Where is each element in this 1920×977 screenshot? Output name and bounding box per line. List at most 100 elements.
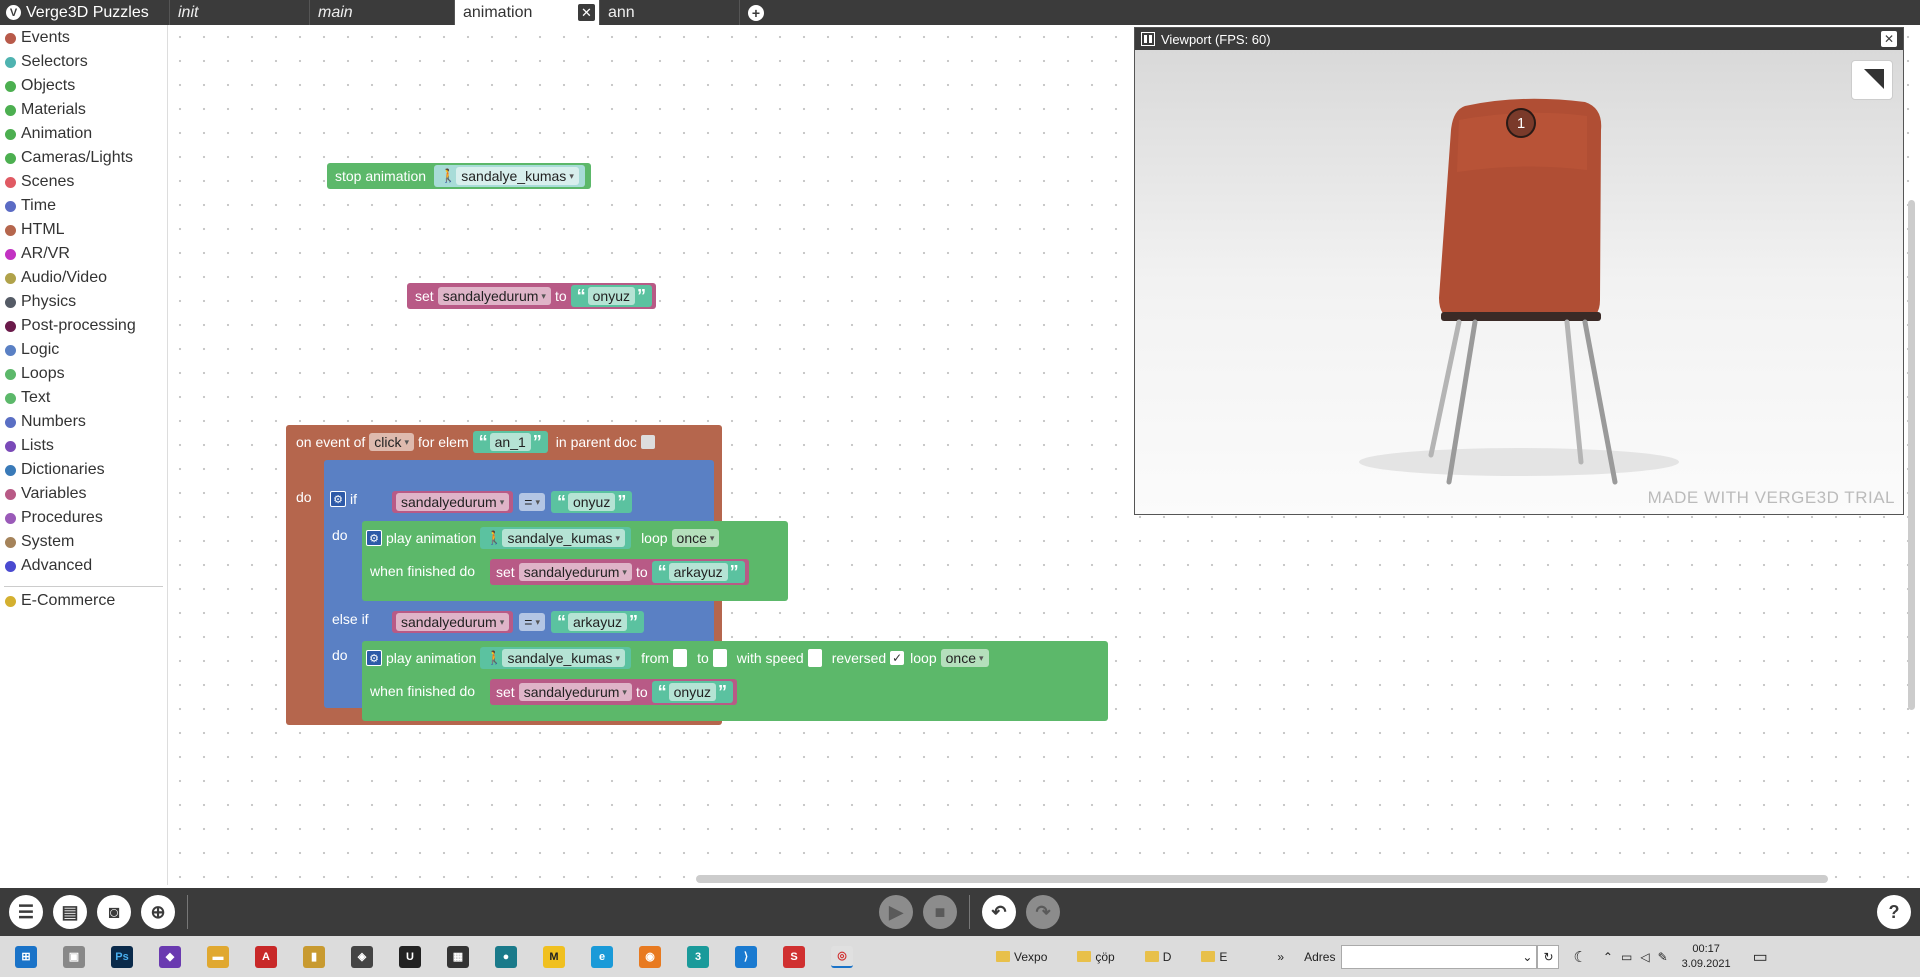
text-block[interactable]: “ onyuz ”	[570, 285, 652, 307]
help-button[interactable]: ?	[1877, 895, 1911, 929]
variable-dropdown[interactable]: sandalyedurum▾	[396, 613, 510, 631]
animation-object-field[interactable]: 🚶 sandalye_kumas▾	[434, 165, 585, 187]
play-button[interactable]: ▶	[879, 895, 913, 929]
tab-init[interactable]: init	[170, 0, 310, 25]
blender-icon[interactable]: ◉	[639, 945, 661, 968]
in-parent-doc-checkbox[interactable]	[640, 435, 655, 449]
library-button[interactable]: ☰	[9, 895, 43, 929]
redo-button[interactable]: ↷	[1026, 895, 1060, 929]
text-block[interactable]: “ arkayuz ”	[550, 611, 645, 633]
operator-dropdown[interactable]: =▾	[519, 613, 545, 631]
tab-ann[interactable]: ann	[600, 0, 740, 25]
category-materials[interactable]: Materials	[0, 98, 167, 122]
category-physics[interactable]: Physics	[0, 290, 167, 314]
save-load-button[interactable]: ▤	[53, 895, 87, 929]
object-dropdown[interactable]: sandalye_kumas▾	[502, 649, 626, 667]
gear-icon[interactable]: ⚙	[366, 530, 382, 546]
3dsmax-icon[interactable]: 3	[687, 945, 709, 968]
clock[interactable]: 00:17 3.09.2021	[1682, 942, 1731, 972]
category-objects[interactable]: Objects	[0, 74, 167, 98]
operator-dropdown[interactable]: =▾	[519, 493, 545, 511]
gear-icon[interactable]: ⚙	[366, 650, 382, 666]
text-block[interactable]: “ arkayuz ”	[651, 561, 745, 583]
volume-icon[interactable]: ◁	[1640, 949, 1650, 964]
close-tab-icon[interactable]: ✕	[578, 4, 595, 21]
viewport-titlebar[interactable]: Viewport (FPS: 60) ✕	[1135, 28, 1903, 50]
autocad-icon[interactable]: A	[255, 945, 277, 968]
3d-scene[interactable]: 1 MADE WITH VERGE3D TRIAL	[1135, 50, 1903, 514]
category-logic[interactable]: Logic	[0, 338, 167, 362]
close-icon[interactable]: ✕	[1881, 31, 1897, 47]
app-icon[interactable]: ◆	[159, 945, 181, 968]
refresh-button[interactable]: ↻	[1537, 944, 1560, 969]
loop-dropdown[interactable]: once▾	[940, 649, 989, 667]
taskbar-folder[interactable]: çöp	[1077, 950, 1115, 964]
category-events[interactable]: Events	[0, 26, 167, 50]
category-cameras-lights[interactable]: Cameras/Lights	[0, 146, 167, 170]
condition-block-2[interactable]: sandalyedurum▾ =▾ “ arkayuz ”	[386, 607, 651, 637]
category-e-commerce[interactable]: E-Commerce	[0, 589, 167, 613]
annotation-marker[interactable]: 1	[1506, 108, 1536, 138]
category-ar-vr[interactable]: AR/VR	[0, 242, 167, 266]
category-selectors[interactable]: Selectors	[0, 50, 167, 74]
stop-button[interactable]: ■	[923, 895, 957, 929]
app-icon[interactable]: ●	[495, 945, 517, 968]
unity-icon[interactable]: ◈	[351, 945, 373, 968]
add-tab-button[interactable]: +	[740, 0, 772, 25]
variable-dropdown[interactable]: sandalyedurum▾	[396, 493, 510, 511]
variable-dropdown[interactable]: sandalyedurum▾	[518, 563, 632, 581]
category-audio-video[interactable]: Audio/Video	[0, 266, 167, 290]
category-html[interactable]: HTML	[0, 218, 167, 242]
gear-icon[interactable]: ⚙	[330, 491, 346, 507]
battery-icon[interactable]: ▭	[1620, 949, 1633, 964]
chrome-icon[interactable]: ◎	[831, 945, 853, 968]
category-scenes[interactable]: Scenes	[0, 170, 167, 194]
moon-icon[interactable]: ☾	[1573, 948, 1587, 966]
viewport-window[interactable]: Viewport (FPS: 60) ✕ 1 MADE WITH VERGE3D…	[1134, 27, 1904, 515]
app-icon[interactable]: ▮	[303, 945, 325, 968]
vscode-icon[interactable]: ⟩	[735, 945, 757, 968]
app-icon[interactable]: S	[783, 945, 805, 968]
animation-object-field[interactable]: 🚶 sandalye_kumas▾	[480, 647, 632, 669]
text-value[interactable]: an_1	[489, 433, 531, 451]
object-dropdown[interactable]: sandalye_kumas▾	[456, 167, 579, 185]
photoshop-icon[interactable]: Ps	[111, 945, 133, 968]
category-lists[interactable]: Lists	[0, 434, 167, 458]
category-procedures[interactable]: Procedures	[0, 506, 167, 530]
tab-main[interactable]: main	[310, 0, 455, 25]
set-variable-block[interactable]: set sandalyedurum▾ to “ onyuz ”	[407, 283, 656, 309]
app-icon[interactable]: ▦	[447, 945, 469, 968]
screenshot-button[interactable]: ◙	[97, 895, 131, 929]
undo-button[interactable]: ↶	[982, 895, 1016, 929]
taskbar-folder[interactable]: E	[1201, 950, 1227, 964]
center-view-button[interactable]: ⊕	[141, 895, 175, 929]
condition-block-1[interactable]: sandalyedurum▾ =▾ “ onyuz ”	[386, 487, 639, 517]
set-variable-block[interactable]: set sandalyedurum▾ to “ onyuz ”	[490, 679, 737, 705]
text-block[interactable]: “ onyuz ”	[550, 491, 633, 513]
category-numbers[interactable]: Numbers	[0, 410, 167, 434]
chevron-up-icon[interactable]: ⌃	[1602, 949, 1613, 964]
reversed-checkbox[interactable]: ✓	[890, 651, 905, 665]
from-input-slot[interactable]	[673, 649, 688, 667]
category-post-processing[interactable]: Post-processing	[0, 314, 167, 338]
tab-animation[interactable]: animation ✕	[455, 0, 600, 25]
app-brand[interactable]: V Verge3D Puzzles	[0, 0, 170, 25]
speed-input-slot[interactable]	[807, 649, 822, 667]
windows-start-icon[interactable]: ⊞	[15, 945, 37, 968]
text-value[interactable]: onyuz	[668, 683, 716, 701]
category-system[interactable]: System	[0, 530, 167, 554]
notification-icon[interactable]: ▭	[1752, 948, 1768, 966]
category-text[interactable]: Text	[0, 386, 167, 410]
to-input-slot[interactable]	[712, 649, 727, 667]
text-value[interactable]: arkayuz	[668, 563, 728, 581]
category-advanced[interactable]: Advanced	[0, 554, 167, 578]
pause-icon[interactable]	[1141, 32, 1155, 46]
pen-icon[interactable]: ✎	[1657, 949, 1668, 964]
category-animation[interactable]: Animation	[0, 122, 167, 146]
loop-dropdown[interactable]: once▾	[671, 529, 720, 547]
object-dropdown[interactable]: sandalye_kumas▾	[502, 529, 626, 547]
fullscreen-button[interactable]	[1851, 60, 1893, 100]
stop-animation-block[interactable]: stop animation 🚶 sandalye_kumas▾	[327, 163, 591, 189]
variable-dropdown[interactable]: sandalyedurum▾	[437, 287, 551, 305]
address-input[interactable]: ⌄	[1341, 944, 1538, 969]
